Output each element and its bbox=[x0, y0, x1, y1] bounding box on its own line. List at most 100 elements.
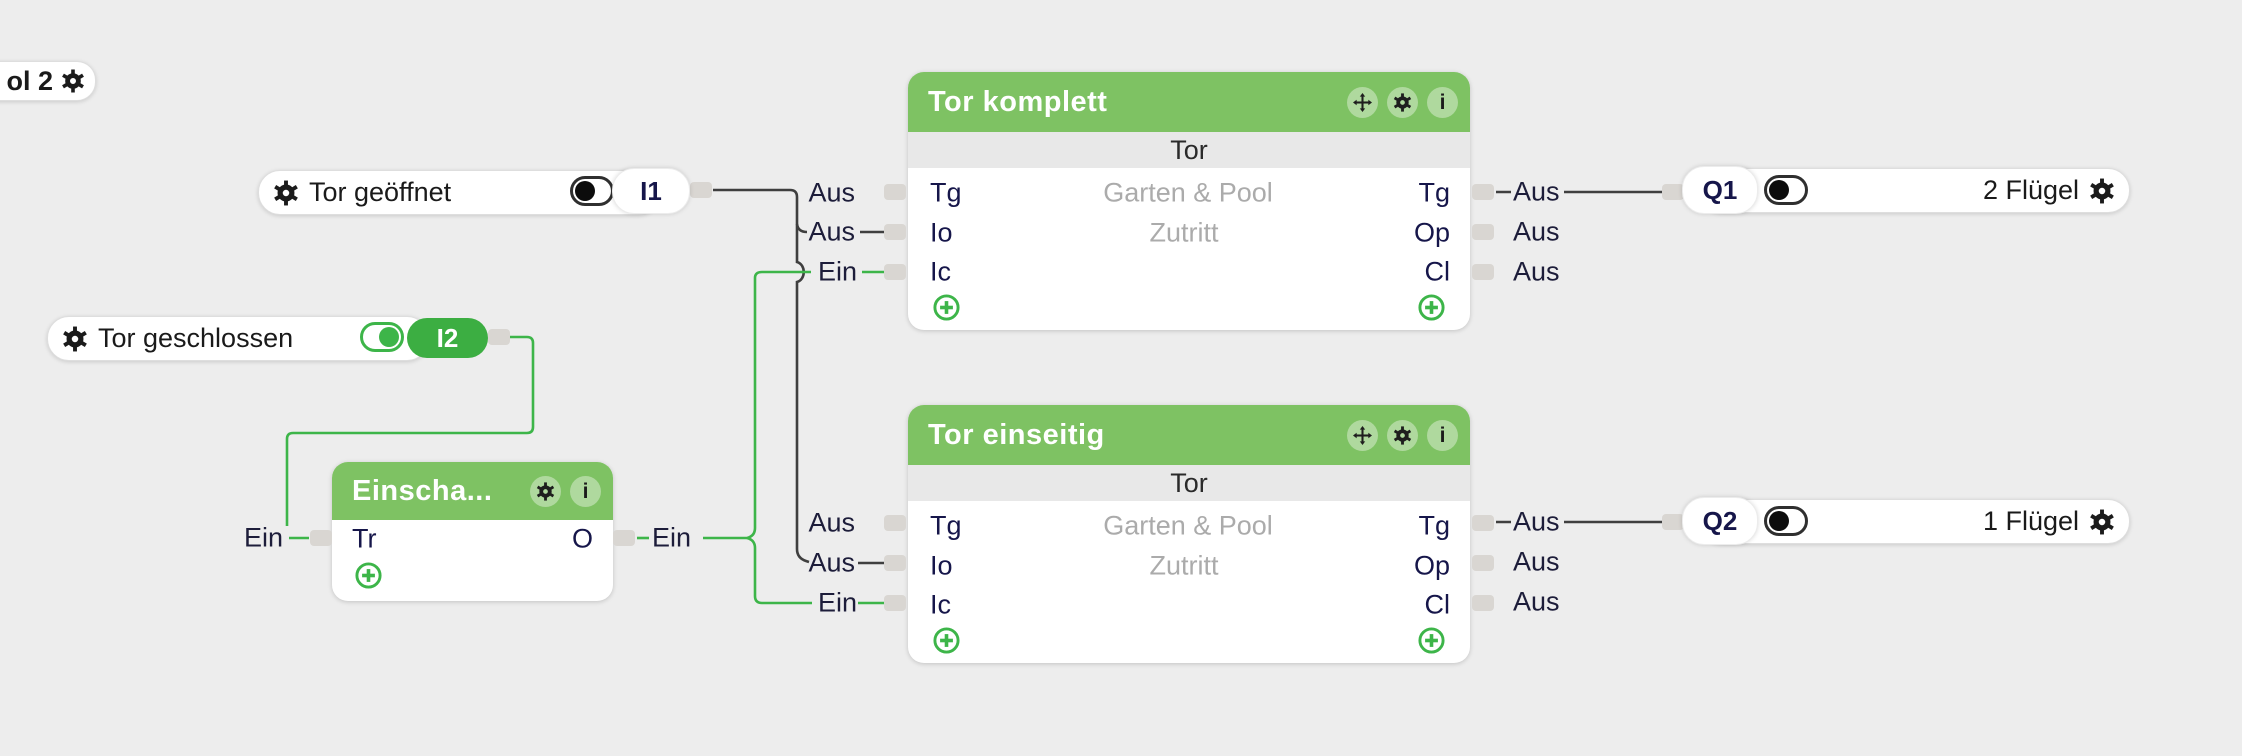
connector-i1[interactable]: I1 bbox=[612, 168, 690, 214]
block-header[interactable]: Tor einseitig i bbox=[908, 405, 1470, 465]
pin-output[interactable]: Tg bbox=[1418, 510, 1450, 541]
gear-icon[interactable] bbox=[1387, 419, 1418, 451]
output-stub[interactable] bbox=[1472, 224, 1494, 240]
gear-icon[interactable] bbox=[62, 326, 88, 352]
gear-icon[interactable] bbox=[1387, 86, 1418, 118]
connector-i2[interactable]: I2 bbox=[407, 318, 488, 358]
value-label: Ein bbox=[243, 522, 283, 553]
input-stub[interactable] bbox=[884, 264, 906, 280]
connector-stub[interactable] bbox=[488, 329, 510, 345]
room-label: Garten & Pool bbox=[1103, 177, 1273, 208]
toggle-i2[interactable] bbox=[360, 322, 404, 352]
wire-o-ic-up bbox=[703, 270, 811, 540]
pin-input[interactable]: Ic bbox=[930, 589, 952, 620]
category-label: Zutritt bbox=[1149, 550, 1219, 581]
wire-i2-tr bbox=[285, 335, 535, 526]
category-label: Zutritt bbox=[1149, 217, 1219, 248]
connector-q2-label: Q2 bbox=[1702, 505, 1738, 536]
info-icon[interactable]: i bbox=[1427, 86, 1458, 118]
output-stub[interactable] bbox=[1472, 555, 1494, 571]
output-stub[interactable] bbox=[613, 530, 635, 546]
input-stub[interactable] bbox=[884, 224, 906, 240]
pin-output[interactable]: Op bbox=[1413, 217, 1450, 248]
output-stub[interactable] bbox=[1472, 184, 1494, 200]
block-title: Tor komplett bbox=[928, 85, 1108, 118]
value-label: Aus bbox=[808, 547, 855, 578]
add-output-icon[interactable] bbox=[1418, 627, 1445, 654]
move-icon[interactable] bbox=[1347, 419, 1378, 451]
toggle-q2[interactable] bbox=[1764, 506, 1808, 536]
gear-icon[interactable] bbox=[273, 180, 299, 206]
info-icon[interactable]: i bbox=[1427, 419, 1458, 451]
toggle-q1[interactable] bbox=[1764, 175, 1808, 205]
input-stub[interactable] bbox=[884, 184, 906, 200]
value-label: Aus bbox=[1513, 506, 1560, 537]
output-stub[interactable] bbox=[1472, 515, 1494, 531]
value-label: Aus bbox=[808, 177, 855, 208]
value-label: Ein bbox=[817, 256, 857, 287]
block-title: Einscha... bbox=[352, 474, 493, 507]
input-stub[interactable] bbox=[884, 555, 906, 571]
gear-icon[interactable] bbox=[61, 69, 85, 93]
wire-i1-io-branch bbox=[795, 223, 808, 234]
pin-tr[interactable]: Tr bbox=[352, 523, 377, 554]
add-input-icon[interactable] bbox=[933, 627, 960, 654]
value-label: Aus bbox=[1513, 586, 1560, 617]
gear-icon[interactable] bbox=[530, 475, 561, 507]
room-label: Garten & Pool bbox=[1103, 510, 1273, 541]
block-type-label: Tor bbox=[1170, 467, 1208, 498]
move-icon[interactable] bbox=[1347, 86, 1378, 118]
connector-stub[interactable] bbox=[690, 182, 712, 198]
block-type-strip: Tor bbox=[908, 132, 1470, 168]
input-label: Tor geöffnet bbox=[309, 177, 452, 207]
input-label: Tor geschlossen bbox=[98, 323, 294, 353]
block-header[interactable]: Einscha... i bbox=[332, 462, 613, 520]
pin-output[interactable]: Cl bbox=[1424, 589, 1451, 620]
connector-stub[interactable] bbox=[1662, 514, 1684, 530]
info-icon[interactable]: i bbox=[570, 475, 601, 507]
timer-block[interactable]: Einscha... i Tr O bbox=[332, 462, 613, 601]
output-label: 2 Flügel bbox=[1982, 175, 2079, 205]
page-tab-label: ol 2 bbox=[6, 65, 53, 96]
add-input-icon[interactable] bbox=[355, 562, 382, 589]
input-stub[interactable] bbox=[884, 595, 906, 611]
pin-output[interactable]: Cl bbox=[1424, 256, 1451, 287]
pin-input[interactable]: Tg bbox=[930, 177, 962, 208]
connector-i1-label: I1 bbox=[640, 175, 662, 206]
value-label: Aus bbox=[1513, 216, 1560, 247]
input-stub[interactable] bbox=[310, 530, 332, 546]
gear-icon[interactable] bbox=[2089, 509, 2115, 535]
block-type-strip: Tor bbox=[908, 465, 1470, 501]
connector-i2-label: I2 bbox=[436, 322, 459, 353]
add-output-icon[interactable] bbox=[1418, 294, 1445, 321]
connector-q1-label: Q1 bbox=[1702, 174, 1738, 205]
value-label: Aus bbox=[1513, 176, 1560, 207]
toggle-i1[interactable] bbox=[570, 176, 614, 206]
output-stub[interactable] bbox=[1472, 264, 1494, 280]
block-header[interactable]: Tor komplett i bbox=[908, 72, 1470, 132]
add-input-icon[interactable] bbox=[933, 294, 960, 321]
connector-q1[interactable]: Q1 bbox=[1682, 166, 1758, 214]
pin-input[interactable]: Io bbox=[930, 550, 953, 581]
input-stub[interactable] bbox=[884, 515, 906, 531]
connector-stub[interactable] bbox=[1662, 184, 1684, 200]
value-label: Aus bbox=[1513, 546, 1560, 577]
gear-icon[interactable] bbox=[2089, 178, 2115, 204]
output-stub[interactable] bbox=[1472, 595, 1494, 611]
connector-q2[interactable]: Q2 bbox=[1682, 497, 1758, 545]
pin-input[interactable]: Io bbox=[930, 217, 953, 248]
function-block-tor-komplett[interactable]: Tor komplett i Tor Tg Io Ic Tg Op Cl Gar… bbox=[908, 72, 1470, 330]
pin-output[interactable]: Op bbox=[1413, 550, 1450, 581]
value-label: Aus bbox=[1513, 256, 1560, 287]
page-tab-pill[interactable]: ol 2 bbox=[0, 61, 96, 101]
pin-input[interactable]: Ic bbox=[930, 256, 952, 287]
pin-o[interactable]: O bbox=[571, 523, 593, 554]
function-block-tor-einseitig[interactable]: Tor einseitig i Tor Tg Io Ic Tg Op Cl Ga… bbox=[908, 405, 1470, 663]
pin-output[interactable]: Tg bbox=[1418, 177, 1450, 208]
pin-input[interactable]: Tg bbox=[930, 510, 962, 541]
block-type-label: Tor bbox=[1170, 134, 1208, 165]
output-label: 1 Flügel bbox=[1982, 506, 2079, 536]
wire-o-ic-down bbox=[746, 536, 812, 605]
